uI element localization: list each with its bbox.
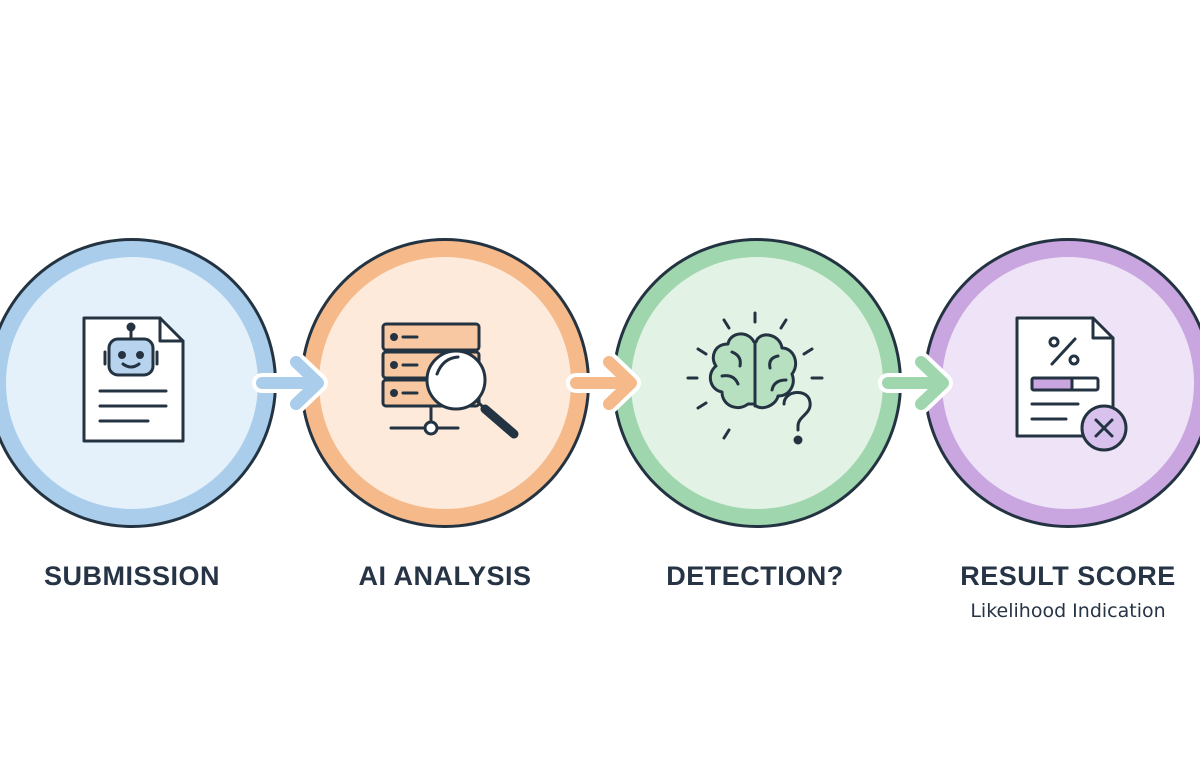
arrow-right-icon xyxy=(570,356,637,410)
brain-question-icon xyxy=(686,311,824,445)
arrow-right-icon xyxy=(256,356,324,410)
arrow-right-icon xyxy=(882,356,949,410)
percent-document-icon xyxy=(1015,316,1128,452)
robot-document-icon xyxy=(82,316,185,443)
step-label-detection: DETECTION? xyxy=(666,561,844,591)
step-label-result-score: RESULT SCORE xyxy=(960,561,1176,591)
step-sublabel-result-score: Likelihood Indication xyxy=(970,600,1166,622)
step-label-submission: SUBMISSION xyxy=(43,561,221,591)
server-magnifier-icon xyxy=(381,322,519,439)
step-label-ai-analysis: AI ANALYSIS xyxy=(358,561,532,591)
